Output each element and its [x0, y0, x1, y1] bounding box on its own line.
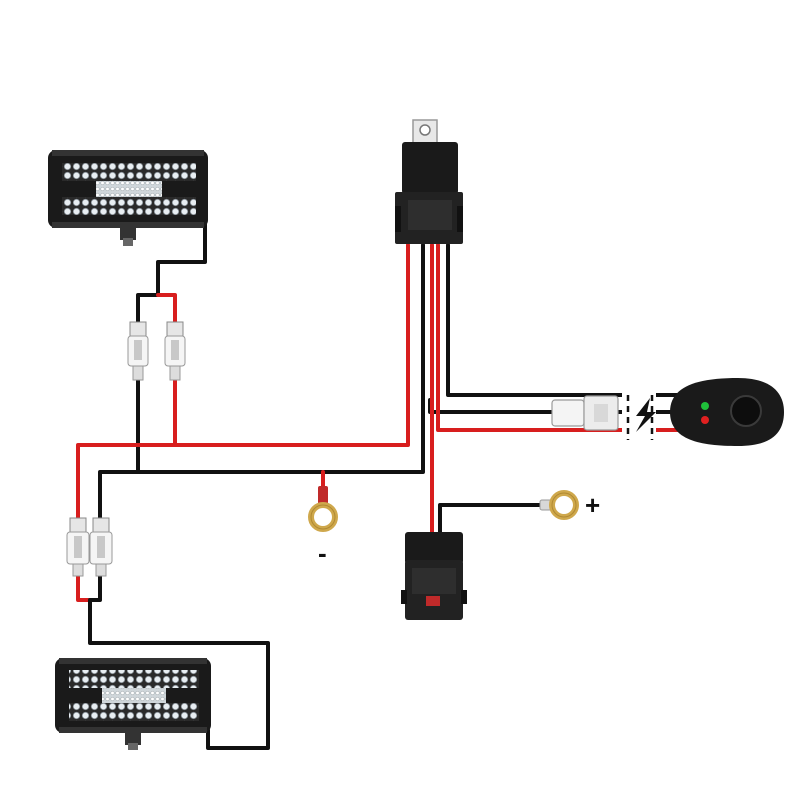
spade-connector-red [66, 517, 90, 577]
light-bar-led-row-top [69, 670, 199, 688]
wire-fuse-positive-black [438, 503, 550, 542]
positive-terminal-label: + [585, 490, 601, 520]
light-bar-mount-bracket [120, 228, 136, 240]
light-bar-fin-top [52, 150, 204, 156]
relay-mount-hole [419, 124, 431, 136]
lightning-bolt-icon [636, 398, 656, 432]
relay [395, 119, 463, 244]
light-bar-led-row-bottom [69, 703, 199, 721]
light-bar-mount-bracket [125, 733, 141, 745]
wire-top-bar-red [156, 293, 177, 332]
spade-connector-black [127, 321, 149, 381]
switch-housing [670, 378, 784, 446]
wires [76, 220, 692, 750]
light-bar-led-row-middle [102, 688, 166, 703]
light-bar-mount-bolt [123, 238, 133, 246]
fuse-holder-top [405, 532, 463, 564]
negative-terminal-label: - [318, 538, 327, 568]
spade-connector-red [164, 321, 186, 381]
relay-body [402, 142, 458, 194]
light-bar-fin-bottom [59, 727, 207, 733]
light-bar-fin-bottom [52, 222, 204, 228]
led-light-bar-top [48, 150, 208, 246]
fuse-blade [426, 596, 440, 606]
spade-connector-pair-lower [66, 517, 113, 577]
switch-plug-connector [551, 395, 619, 431]
wire-relay-black-trunk [98, 243, 425, 527]
red-led-indicator [701, 416, 709, 424]
led-light-bar-bottom [55, 658, 211, 750]
wire-relay-switch-black-1 [446, 243, 692, 397]
rocker-switch [670, 378, 784, 446]
light-bar-fin-top [59, 658, 207, 664]
light-bar-mount-bolt [128, 743, 138, 750]
light-bar-led-row-top [62, 163, 196, 181]
wire-bottom-bar-black [88, 573, 270, 750]
light-bar-led-row-middle [96, 181, 162, 197]
ring-terminal-positive [539, 490, 579, 520]
green-led-indicator [701, 402, 709, 410]
switch-button [730, 395, 762, 427]
wire-bottom-bar-red [76, 573, 92, 602]
ring-terminal-negative [308, 486, 338, 532]
fuse-holder [401, 532, 467, 620]
wire-gap-dashes [626, 395, 654, 440]
spade-connector-black [89, 517, 113, 577]
wire-relay-red-trunk [76, 243, 410, 527]
light-bar-led-row-bottom [62, 197, 196, 215]
spade-connector-pair-upper [127, 321, 186, 381]
wire-top-bar-black [136, 220, 207, 332]
relay-socket-ridge [408, 200, 452, 230]
